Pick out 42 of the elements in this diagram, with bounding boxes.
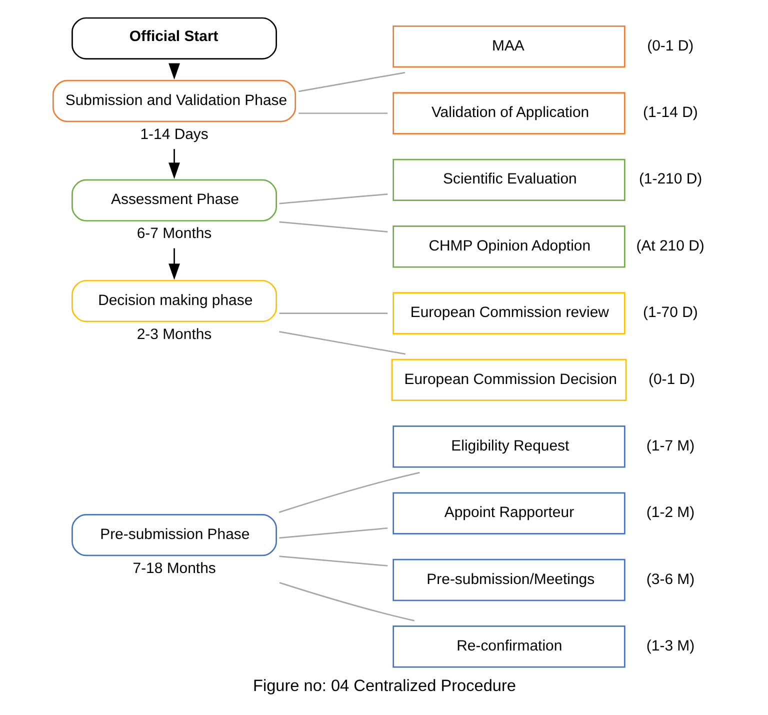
node-label: 6-7 Months — [136, 225, 212, 242]
node-box: European Commission Decision — [390, 358, 626, 402]
node-label: (0-1 D) — [646, 37, 694, 54]
node-box: European Commission review — [392, 292, 625, 334]
connector — [278, 312, 388, 314]
node-label: 1-14 Days — [140, 126, 208, 143]
node-box: Appoint Rapporteur — [392, 492, 625, 534]
node-label: (1-210 D) — [638, 170, 702, 188]
node-label: (3-6 M) — [646, 570, 694, 588]
node-box: Scientific Evaluation — [392, 158, 625, 202]
node-label: 7-18 Months — [132, 560, 216, 577]
node-box: Assessment Phase — [71, 179, 276, 222]
node-label: 2-3 Months — [136, 326, 212, 343]
connector — [278, 331, 405, 355]
node-box: Validation of Application — [392, 92, 625, 134]
node-box: CHMP Opinion Adoption — [392, 226, 625, 268]
node-box: Eligibility Request — [392, 426, 625, 468]
connector — [298, 72, 405, 92]
node-box: Pre-submission Phase — [71, 514, 276, 556]
node-label: (At 210 D) — [636, 237, 704, 254]
arrow — [168, 149, 180, 179]
node-box: Submission and Validation Phase — [52, 80, 296, 122]
node-label: (1-7 M) — [646, 437, 694, 454]
node-label: (0-1 D) — [648, 370, 695, 388]
connector — [278, 221, 388, 232]
node-label: (1-14 D) — [642, 104, 698, 122]
node-box: MAA — [392, 25, 625, 68]
connector — [278, 582, 414, 622]
node-box: Official Start — [71, 17, 276, 60]
connector — [278, 472, 420, 513]
node-box: Re-confirmation — [392, 626, 625, 668]
connector — [278, 193, 388, 204]
arrow — [168, 248, 180, 280]
node-label: (1-2 M) — [646, 504, 694, 522]
node-label: (1-3 M) — [646, 637, 694, 654]
node-label: (1-70 D) — [642, 304, 698, 322]
connector — [278, 556, 388, 566]
connector — [278, 527, 388, 539]
node-box: Decision making phase — [71, 280, 276, 322]
node-box: Pre-submission/Meetings — [392, 558, 625, 602]
caption: Figure no: 04 Centralized Procedure — [252, 677, 516, 696]
connector — [298, 112, 388, 114]
